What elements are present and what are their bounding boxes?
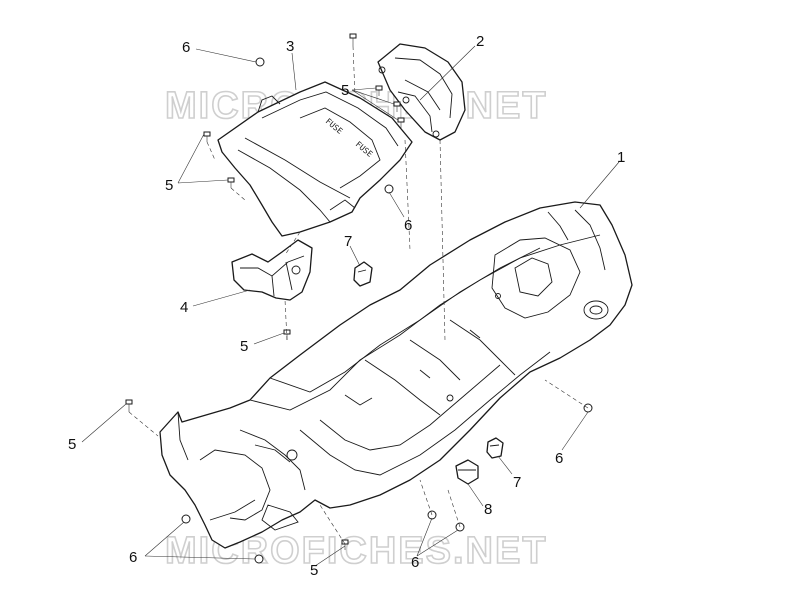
callout-7-upper: 7 <box>344 233 352 250</box>
mounting-bracket <box>231 239 313 301</box>
rear-frame-undertray <box>159 201 633 549</box>
callout-4: 4 <box>180 299 188 316</box>
callout-6-bottom-left: 6 <box>129 549 137 566</box>
clip-nut-lower <box>486 437 504 459</box>
callout-6-tray: 6 <box>404 217 412 234</box>
callout-6-bottom-center: 6 <box>411 554 419 571</box>
callout-6-top: 6 <box>182 39 190 56</box>
callout-5-left: 5 <box>165 177 173 194</box>
assembly-lines <box>128 45 589 545</box>
callout-5-bottom: 5 <box>310 562 318 579</box>
clip-nut-upper <box>353 261 373 287</box>
callout-5-upper: 5 <box>341 82 349 99</box>
callout-labels: 1 2 3 4 5 5 5 5 5 6 6 6 6 6 7 7 8 <box>68 33 625 579</box>
callout-5-bracket: 5 <box>240 338 248 355</box>
callout-3: 3 <box>286 38 294 55</box>
fuse-holder <box>377 43 466 141</box>
electrical-connector <box>455 459 479 485</box>
callout-5-front: 5 <box>68 436 76 453</box>
callout-2: 2 <box>476 33 484 50</box>
fuse-battery-tray: FUSE FUSE <box>217 81 413 237</box>
callout-8: 8 <box>484 501 492 518</box>
callout-7-lower: 7 <box>513 474 521 491</box>
callout-1: 1 <box>617 149 625 166</box>
leader-lines <box>81 45 620 567</box>
bolt-fasteners <box>181 57 593 564</box>
callout-6-right: 6 <box>555 450 563 467</box>
